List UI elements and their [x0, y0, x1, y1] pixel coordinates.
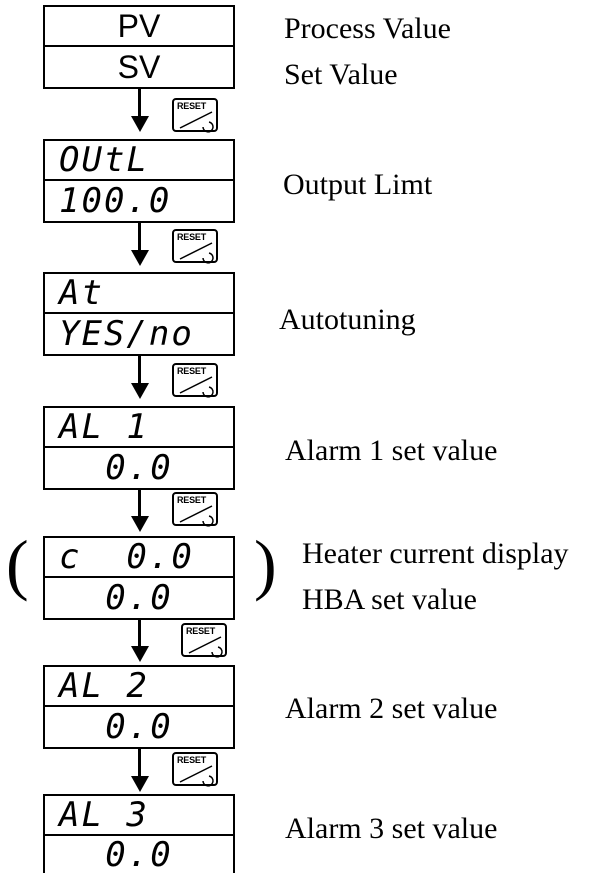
reset-key-symbol [188, 636, 223, 658]
flow-arrow-shaft [138, 748, 141, 778]
display-bottom-row: 0.0 [105, 578, 173, 618]
reset-key-symbol [179, 242, 214, 264]
display-alarm-1: AL 1 0.0 [43, 406, 235, 490]
reset-key-label: RESET [177, 755, 207, 765]
reset-key-symbol [179, 376, 214, 398]
flow-arrow-shaft [138, 488, 141, 518]
reset-key-label: RESET [177, 232, 207, 242]
flow-arrow-shaft [138, 88, 141, 118]
display-bottom-row: YES/no [59, 314, 194, 354]
flow-arrow-shaft [138, 222, 141, 252]
flow-arrow-head [131, 516, 149, 532]
display-autotuning: At YES/no [43, 272, 235, 356]
reset-key-symbol [179, 111, 214, 133]
reset-key-icon[interactable]: RESET [172, 98, 218, 133]
desc-process-value: Process Value [284, 12, 451, 45]
desc-alarm-2: Alarm 2 set value [285, 692, 498, 725]
desc-autotuning: Autotuning [279, 303, 416, 336]
open-parenthesis: ( [6, 526, 29, 602]
desc-set-value: Set Value [284, 58, 398, 91]
flow-arrow-head [131, 383, 149, 399]
display-alarm-3: AL 3 0.0 [43, 794, 235, 873]
flow-arrow-head [131, 116, 149, 132]
display-pv-sv: PV SV [43, 5, 235, 89]
reset-key-icon[interactable]: RESET [172, 229, 218, 264]
display-heater-current: c 0.0 0.0 [43, 536, 235, 620]
desc-hba-set-value: HBA set value [302, 583, 477, 616]
reset-key-icon[interactable]: RESET [172, 363, 218, 398]
close-parenthesis: ) [254, 526, 277, 602]
reset-key-symbol [179, 765, 214, 787]
display-bottom-row: 0.0 [105, 448, 173, 488]
desc-heater-current: Heater current display [302, 537, 569, 570]
reset-key-label: RESET [177, 495, 207, 505]
display-bottom-row: 0.0 [105, 707, 173, 747]
flow-arrow-shaft [138, 355, 141, 385]
flow-arrow-head [131, 646, 149, 662]
display-top-row: OUtL [45, 141, 233, 181]
display-bottom-row: 100.0 [59, 181, 172, 221]
reset-key-symbol [179, 505, 214, 527]
display-top-row: AL 1 [45, 408, 233, 448]
reset-key-label: RESET [177, 101, 207, 111]
display-bottom-row: 0.0 [105, 834, 173, 875]
reset-key-icon[interactable]: RESET [172, 492, 218, 527]
reset-key-label: RESET [186, 626, 216, 636]
display-top-row: PV [45, 7, 233, 47]
reset-key-icon[interactable]: RESET [172, 752, 218, 787]
desc-alarm-3: Alarm 3 set value [285, 812, 498, 845]
reset-key-icon[interactable]: RESET [181, 623, 227, 658]
reset-key-label: RESET [177, 366, 207, 376]
desc-alarm-1: Alarm 1 set value [285, 434, 498, 467]
flow-arrow-head [131, 250, 149, 266]
flow-arrow-shaft [138, 618, 141, 648]
desc-output-limit: Output Limt [283, 168, 433, 201]
display-top-row: At [45, 274, 233, 314]
display-top-row: c 0.0 [45, 538, 233, 578]
display-top-row: AL 2 [45, 667, 233, 707]
display-alarm-2: AL 2 0.0 [43, 665, 235, 749]
display-top-row: AL 3 [45, 796, 233, 836]
display-bottom-row: SV [117, 49, 161, 85]
display-output-limit: OUtL 100.0 [43, 139, 235, 223]
flow-arrow-head [131, 776, 149, 792]
